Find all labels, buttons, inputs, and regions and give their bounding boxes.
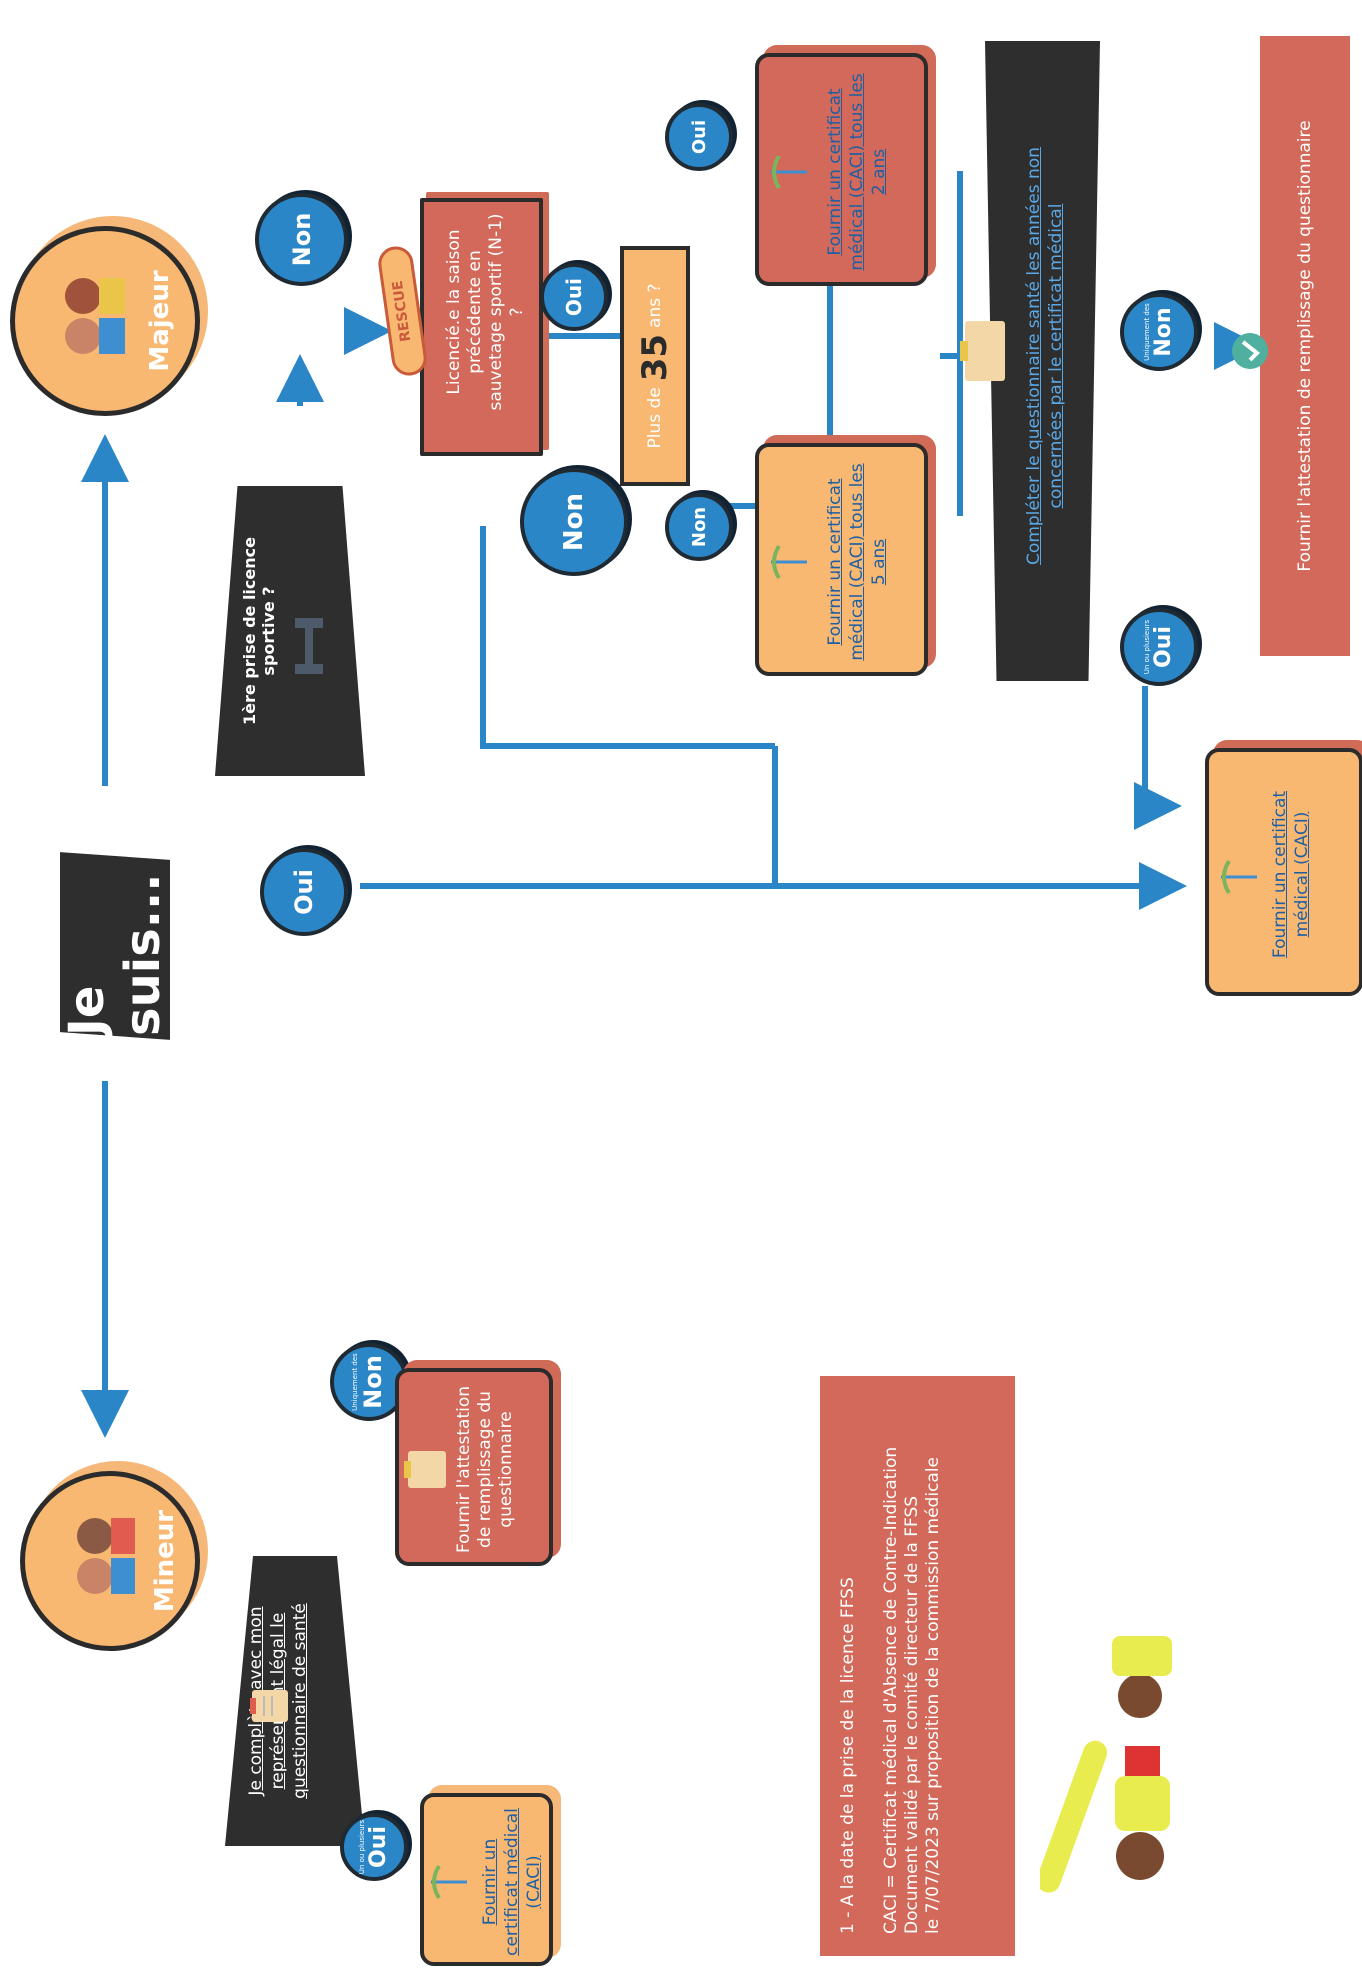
- licence-question-text: Licencié.e la saison précédente en sauve…: [444, 212, 528, 412]
- age-question-post: ans ?: [645, 283, 665, 327]
- note-line-1: 1 - A la date de la prise de la licence …: [838, 1398, 859, 1934]
- clipboard-icon: [960, 316, 1010, 386]
- mineur-result-caci-text[interactable]: Fournir un certificat médical (CACI): [479, 1807, 545, 1957]
- page-title: Je suis...: [59, 856, 171, 1036]
- result-caci-5ans-text[interactable]: Fournir un certificat médical (CACI) tou…: [824, 462, 890, 662]
- mineur-oui-button[interactable]: Un ou plusieurs Oui: [340, 1813, 408, 1881]
- questionnaire-non-button[interactable]: Uniquement des Non: [1120, 293, 1198, 371]
- majeur-circle: Majeur: [10, 226, 200, 416]
- result-attestation-majeur-text: Fournir l'attestation de remplissage du …: [1295, 120, 1316, 571]
- majeur-question: 1ère prise de licence sportive ?: [240, 501, 270, 761]
- majeur-oui-button[interactable]: Oui: [260, 848, 348, 936]
- adults-icon: [55, 266, 125, 366]
- age-question-pre: Plus de: [645, 387, 665, 448]
- lifeguards-illustration: [1040, 1626, 1260, 1926]
- clipboard-icon: [250, 1686, 290, 1726]
- mineur-result-attestation-text: Fournir l'attestation de remplissage du …: [454, 1382, 517, 1557]
- result-caci-majeur-text[interactable]: Fournir un certificat médical (CACI): [1269, 767, 1313, 982]
- age-question-number: 35: [635, 334, 675, 381]
- checkmark-icon: [1225, 326, 1275, 376]
- note-line-3: Document validé par le comité directeur …: [902, 1398, 923, 1934]
- mineur-label: Mineur: [150, 1476, 180, 1646]
- result-caci-2ans: Fournir un certificat médical (CACI) tou…: [755, 53, 928, 286]
- caduceus-icon: [769, 152, 809, 192]
- questionnaire-oui-button[interactable]: Un ou plusieurs Oui: [1120, 608, 1198, 686]
- majeur-non-button[interactable]: Non: [255, 193, 348, 286]
- clipboard-icon: [404, 1447, 449, 1492]
- licence-non-button[interactable]: Non: [520, 468, 628, 576]
- caduceus-icon: [429, 1862, 469, 1902]
- mineur-result-caci: Fournir un certificat médical (CACI): [420, 1793, 553, 1966]
- age-question-box: Plus de 35 ans ?: [620, 246, 690, 486]
- result-caci-2ans-text[interactable]: Fournir un certificat médical (CACI) tou…: [824, 72, 890, 272]
- note-line-4: le 7/07/2023 sur proposition de la commi…: [923, 1398, 944, 1934]
- licence-oui-button[interactable]: Oui: [540, 263, 608, 331]
- majeur-label: Majeur: [145, 231, 175, 411]
- note-line-2: CACI = Certificat médical d'Absence de C…: [881, 1398, 902, 1934]
- licence-question-box: Licencié.e la saison précédente en sauve…: [420, 198, 543, 456]
- caduceus-icon: [1219, 857, 1259, 897]
- questionnaire-link[interactable]: Compléter le questionnaire santé les ann…: [1015, 106, 1075, 606]
- result-caci-majeur: Fournir un certificat médical (CACI): [1205, 748, 1362, 996]
- mineur-result-attestation: Fournir l'attestation de remplissage du …: [395, 1368, 553, 1566]
- caduceus-icon: [769, 542, 809, 582]
- age-non-button[interactable]: Non: [665, 493, 733, 561]
- title-banner: Je suis...: [60, 852, 170, 1040]
- sport-gear-icon: [280, 616, 340, 676]
- result-caci-5ans: Fournir un certificat médical (CACI) tou…: [755, 443, 928, 676]
- age-oui-button[interactable]: Oui: [665, 103, 733, 171]
- family-icon: [65, 1506, 135, 1606]
- mineur-circle: Mineur: [20, 1471, 200, 1651]
- notes-box: 1 - A la date de la prise de la licence …: [820, 1376, 1015, 1956]
